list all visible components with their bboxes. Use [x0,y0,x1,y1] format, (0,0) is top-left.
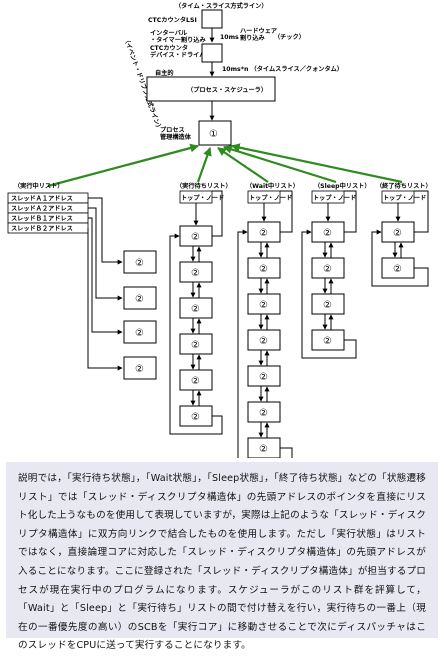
sleep-list-nodes: ② ② ② ② [301,190,357,359]
head-loop-path [414,190,429,233]
list-node-circle: ② [191,412,200,423]
thread-b2-address: スレッドＢ２アドレス [11,225,73,233]
list-node-circle: ② [259,372,268,383]
ready-list-title: （実行待ちリスト） [176,182,232,190]
wait-list-title: （Wait中リスト） [246,182,299,190]
timeslice-line-label: （タイム・スライス方式ライン） [175,2,268,10]
quantum-label: 10ms*n （タイムスライス／クォンタム） [222,65,343,73]
ctc-driver-box [201,43,223,63]
list-node-circle: ② [259,336,268,347]
exit-top-node-label: トップ・ノード [383,194,426,202]
head-loop-path [280,190,293,233]
run-list-table: スレッドＡ１アドレス スレッドＡ２アドレス スレッドＢ１アドレス スレッドＢ２ア… [7,192,89,234]
list-node-circle: ② [259,264,268,275]
list-node-circle: ② [191,304,200,315]
ready-list-nodes: ② ② ② ② ② ② [169,190,223,435]
thread-a2-address: スレッドＡ２アドレス [11,205,73,213]
list-node-circle: ② [191,376,200,387]
circular-link-path [237,229,293,458]
list-node-circle: ② [323,228,332,239]
list-node [311,293,345,315]
run-list-title: （実行中リスト） [14,182,64,190]
list-node [247,293,281,315]
circular-link-path [371,229,429,287]
run-node-circle: ② [135,328,144,339]
list-node [247,401,281,423]
list-node-circle: ② [259,408,268,419]
explanation-text: 説明では，「実行待ち状態」，「Wait状態」，「Sleep状態」，「終了待ち状態… [18,473,426,652]
wait-list-nodes: ② ② ② ② ② ② ② [237,190,293,458]
process-scheduler-diagram: （タイム・スライス方式ライン） CTCカウンタLSI インターバル・タイマー割り… [7,2,432,458]
green-pointer-arrows [47,143,403,188]
process-control-label: プロセス管理構造体 [160,126,192,141]
list-node [311,257,345,279]
list-node-circle: ② [191,232,200,243]
run-node-circle: ② [135,258,144,269]
run-list-nodes [123,250,157,380]
list-node-circle: ② [259,300,268,311]
process-control-box [198,120,232,146]
tick-label: （チック） [274,33,305,41]
process-control-circle: ① [209,129,218,140]
run-node-circle: ② [135,364,144,375]
list-node [179,297,213,319]
list-node [247,365,281,387]
list-node [247,257,281,279]
exit-list-title: （終了待ちリスト） [376,182,432,190]
run-node-circle: ② [135,294,144,305]
head-loop-path [344,190,357,233]
scheduler-label: （プロセス・スケジューラ） [187,86,267,94]
circular-link-path [169,233,223,435]
head-loop-path [212,190,223,237]
list-node-circle: ② [393,228,402,239]
interval-10ms: 10ms [220,34,239,41]
list-node [179,333,213,355]
thread-a1-address: スレッドＡ１アドレス [11,195,73,203]
list-node-circle: ② [323,336,332,347]
list-node-circle: ② [323,264,332,275]
exit-list-nodes: ②② [371,190,429,287]
list-node-circle: ② [259,444,268,455]
list-node-circle: ② [393,264,402,275]
list-node-circle: ② [259,228,268,239]
ctc-driver-label: CTCカウンタデバイス・ドライバ [150,44,206,59]
hw-interrupt-label: ハードウェア割り込み [240,27,277,42]
list-node [179,369,213,391]
thread-b1-address: スレッドＢ１アドレス [11,215,73,223]
interval-timer-label: インターバル・タイマー割り込み [150,29,206,44]
wait-top-node-label: トップ・ノード [249,194,292,202]
run-list-connectors [87,197,123,371]
list-node [179,261,213,283]
list-node-circle: ② [191,268,200,279]
ready-top-node-label: トップ・ノード [181,194,224,202]
list-node-circle: ② [191,340,200,351]
sleep-top-node-label: トップ・ノード [313,194,356,202]
ctc-lsi-box [201,9,223,29]
explanation-panel: 説明では，「実行待ち状態」，「Wait状態」，「Sleep状態」，「終了待ち状態… [6,462,438,651]
list-node-circle: ② [323,300,332,311]
list-node [247,329,281,351]
scheduler-box [146,76,276,102]
circular-link-path [301,229,357,359]
sleep-list-title: （Sleep中リスト） [314,182,371,190]
ctc-lsi-label: CTCカウンタLSI [148,16,197,24]
